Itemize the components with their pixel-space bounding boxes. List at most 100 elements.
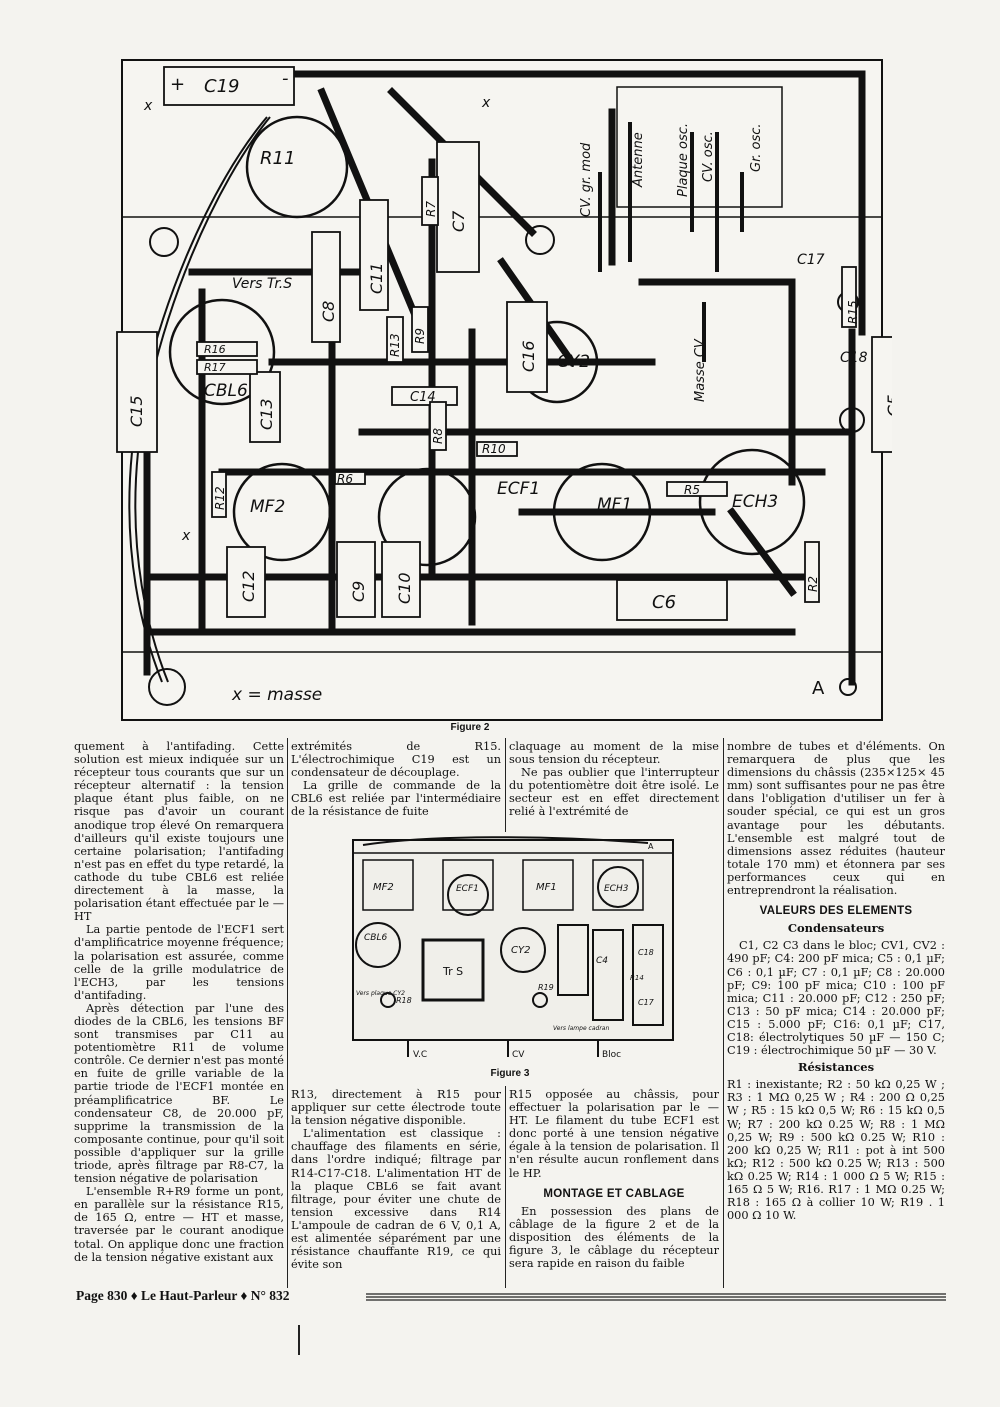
label-r16: R16 (204, 343, 226, 356)
label-c10: C10 (395, 572, 414, 604)
col1-paragraph-2: La partie pentode de l'ECF1 sert d'ampli… (74, 923, 284, 1002)
label-r2: R2 (806, 576, 820, 592)
fig3-label-cbl6: CBL6 (364, 933, 387, 943)
label-cy2: CY2 (557, 352, 590, 372)
label-plus: + (170, 74, 185, 95)
fig3-label-bloc: Bloc (602, 1050, 621, 1060)
label-x-mark-2: x (481, 95, 491, 111)
column-1: quement à l'antifading. Cette solution e… (74, 740, 284, 1286)
subheading-condensateurs: Condensateurs (787, 921, 885, 936)
col2-paragraph-3: R13, directement à R15 pour appliquer su… (291, 1088, 501, 1128)
fig3-label-cv: CV (512, 1050, 525, 1060)
footer-decorative-lines (366, 1293, 946, 1301)
label-c17: C17 (797, 252, 825, 268)
label-r13: R13 (388, 333, 402, 357)
fig3-label-cy2: CY2 (511, 945, 530, 956)
label-masse-legend: x = masse (231, 685, 322, 705)
label-c9: C9 (349, 581, 368, 602)
label-x-mark-3: x (181, 528, 191, 544)
label-mf2: MF2 (250, 497, 285, 517)
label-cbl6: CBL6 (204, 381, 248, 401)
fig3-label-vers-plaque: Vers plaque CY2 (356, 990, 405, 997)
fig3-label-mf2: MF2 (373, 882, 394, 893)
fig3-label-r18: R18 (396, 996, 412, 1005)
section-heading-valeurs: VALEURS DES ELEMENTS (759, 905, 913, 918)
label-c16: C16 (519, 340, 538, 372)
fig3-label-r14: R14 (630, 974, 644, 982)
fig3-label-vers-lampe: Vers lampe cadran (553, 1025, 609, 1032)
col1-paragraph-1: quement à l'antifading. Cette solution e… (74, 740, 284, 924)
fig3-label-trs: Tr S (442, 965, 463, 978)
label-r6: R6 (337, 472, 353, 486)
label-masse-cv: Masse CV (693, 338, 708, 402)
figure-2-caption: Figure 2 (450, 722, 490, 733)
col1-paragraph-4: L'ensemble R+R9 forme un pont, en parall… (74, 1185, 284, 1264)
label-c13: C13 (257, 398, 276, 430)
fig3-label-ecf1: ECF1 (456, 884, 479, 894)
fig3-label-vc: V.C (413, 1050, 427, 1060)
label-plaque-osc: Plaque osc. (676, 123, 691, 197)
column-rule-1 (287, 738, 288, 1288)
resistances-list: R1 : inexistante; R2 : 50 kΩ 0,25 W ; R3… (727, 1078, 945, 1223)
label-antenne: Antenne (631, 132, 646, 188)
label-c7: C7 (449, 210, 468, 232)
label-cv-gr-mod: CV. gr. mod (579, 142, 594, 217)
condensateurs-list: C1, C2 C3 dans le bloc; CV1, CV2 : 490 p… (727, 939, 945, 1058)
col2-paragraph-2: La grille de commande de la CBL6 est rel… (291, 779, 501, 819)
figure-2-wiring-diagram: C19 + - x x x R11 Vers Tr.S C8 C11 C7 R7… (116, 59, 892, 721)
fig3-label-c17: C17 (638, 998, 655, 1007)
label-ech3: ECH3 (732, 492, 778, 512)
fig3-label-a: A (648, 842, 654, 851)
col2-paragraph-1: extrémités de R15. L'électrochimique C19… (291, 740, 501, 780)
column-2-bottom: R13, directement à R15 pour appliquer su… (291, 1088, 501, 1286)
label-r7: R7 (424, 201, 438, 217)
figure-3-caption: Figure 3 (490, 1068, 530, 1079)
col3-paragraph-1: claquage au moment de la mise sous tensi… (509, 740, 719, 767)
col3-paragraph-4: En possession des plans de câblage de la… (509, 1204, 719, 1271)
column-2-top: extrémités de R15. L'électrochimique C19… (291, 740, 501, 826)
label-c11: C11 (367, 262, 386, 294)
col3-paragraph-3: R15 opposée au châssis, pour effectuer l… (509, 1088, 719, 1180)
label-point-a: A (812, 678, 825, 699)
label-x-mark: x (143, 98, 153, 114)
label-r17: R17 (204, 361, 226, 374)
label-r11: R11 (260, 148, 295, 169)
footer-text: Page 830 ♦ Le Haut-Parleur ♦ N° 832 (76, 1288, 290, 1303)
fig3-label-c18: C18 (638, 948, 654, 957)
column-3-top: claquage au moment de la mise sous tensi… (509, 740, 719, 826)
column-4: nombre de tubes et d'éléments. On remarq… (727, 740, 945, 1286)
label-minus: - (282, 68, 289, 89)
column-rule-3 (723, 738, 724, 1288)
label-c6: C6 (652, 592, 676, 613)
column-rule-2 (505, 738, 506, 832)
fig3-label-mf1: MF1 (536, 882, 557, 893)
col4-paragraph-1: nombre de tubes et d'éléments. On remarq… (727, 740, 945, 898)
label-cv-osc: CV. osc. (701, 131, 716, 182)
col3-paragraph-2: Ne pas oublier que l'interrupteur du pot… (509, 766, 719, 819)
label-c19: C19 (204, 76, 239, 97)
fig3-label-c4: C4 (596, 956, 608, 966)
label-vers-trs: Vers Tr.S (232, 276, 292, 292)
label-c18: C18 (840, 350, 868, 366)
fig3-label-r19: R19 (538, 983, 554, 992)
label-gr-osc: Gr. osc. (749, 124, 764, 173)
col2-paragraph-4: L'alimentation est classique : chauffage… (291, 1127, 501, 1272)
subheading-resistances: Résistances (797, 1060, 875, 1075)
column-rule-2b (505, 1086, 506, 1288)
label-c8: C8 (319, 301, 338, 322)
label-c14: C14 (410, 390, 436, 405)
label-r8: R8 (431, 428, 445, 444)
label-c5: C5 (885, 394, 892, 417)
page-footer: Page 830 ♦ Le Haut-Parleur ♦ N° 832 (76, 1288, 946, 1306)
section-heading-montage: MONTAGE ET CABLAGE (543, 1187, 685, 1200)
column-3-bottom: R15 opposée au châssis, pour effectuer l… (509, 1088, 719, 1286)
label-r12: R12 (213, 486, 227, 510)
label-r15: R15 (846, 300, 860, 324)
label-c12: C12 (239, 570, 258, 602)
label-r10: R10 (482, 442, 506, 456)
label-r9: R9 (413, 328, 427, 344)
margin-mark (298, 1325, 300, 1355)
label-ecf1: ECF1 (497, 479, 540, 499)
label-r5: R5 (684, 483, 700, 497)
fig3-label-ech3: ECH3 (604, 884, 629, 894)
